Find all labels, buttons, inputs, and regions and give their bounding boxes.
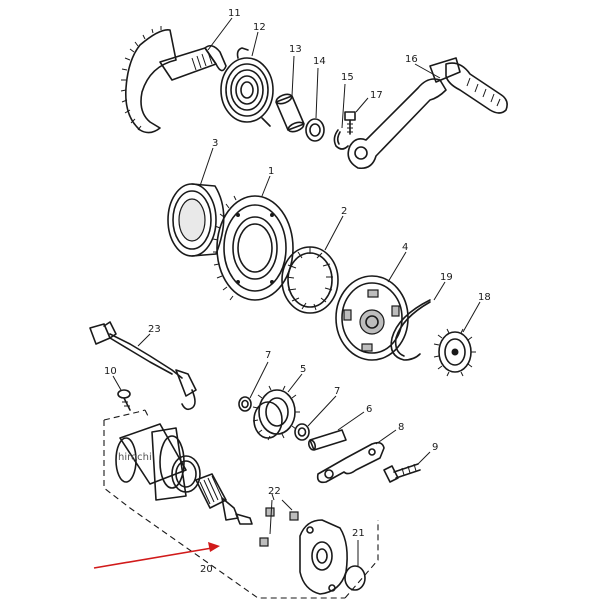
callout-14: 14 bbox=[313, 56, 326, 67]
part-14-washer[interactable]: 14 bbox=[305, 56, 326, 142]
part-11-kick-shaft[interactable]: 11 bbox=[120, 8, 241, 134]
part-7-washer-a[interactable]: 7 bbox=[238, 350, 271, 412]
part-15-circlip[interactable]: 15 bbox=[333, 72, 354, 150]
part-16-kick-crank[interactable]: 16 bbox=[347, 54, 508, 170]
part-17-bolt[interactable]: 17 bbox=[344, 90, 383, 135]
part-19-circlip[interactable]: 19 bbox=[390, 272, 453, 361]
part-12-kick-spring[interactable]: 12 bbox=[220, 22, 274, 127]
callout-12: 12 bbox=[253, 22, 266, 33]
callout-3: 3 bbox=[212, 138, 218, 149]
callout-11: 11 bbox=[228, 8, 241, 19]
red-pointer-arrow bbox=[93, 542, 220, 569]
part-13-collar[interactable]: 13 bbox=[275, 44, 305, 133]
part-1-starter-clutch-gear[interactable]: 1 bbox=[212, 166, 294, 301]
part-10-screw[interactable]: 10 bbox=[104, 366, 131, 411]
part-3-oil-seal[interactable]: 3 bbox=[167, 138, 225, 257]
callout-18: 18 bbox=[478, 292, 491, 303]
callout-9: 9 bbox=[432, 442, 438, 453]
callout-16: 16 bbox=[405, 54, 418, 65]
watermark: hirochi bbox=[118, 452, 152, 463]
callout-20: 20 bbox=[200, 564, 213, 575]
callout-22: 22 bbox=[268, 486, 281, 497]
callout-23: 23 bbox=[148, 324, 161, 335]
callout-13: 13 bbox=[289, 44, 302, 55]
callout-5: 5 bbox=[300, 364, 306, 375]
callout-7b: 7 bbox=[334, 386, 340, 397]
callout-15: 15 bbox=[341, 72, 354, 83]
callout-8: 8 bbox=[398, 422, 404, 433]
callout-17: 17 bbox=[370, 90, 383, 101]
part-20-starter-motor-assembly[interactable]: 22 21 20 bbox=[103, 409, 379, 599]
part-9-bolt[interactable]: 9 bbox=[383, 442, 438, 483]
callout-4: 4 bbox=[402, 242, 408, 253]
callout-10: 10 bbox=[104, 366, 117, 377]
part-23-lead-wire[interactable]: 23 bbox=[89, 321, 197, 411]
part-18-idler-gear[interactable]: 18 bbox=[433, 292, 491, 377]
callout-6: 6 bbox=[366, 404, 372, 415]
callout-21: 21 bbox=[352, 528, 365, 539]
part-4-starter-clutch[interactable]: 4 bbox=[335, 242, 409, 361]
callout-19: 19 bbox=[440, 272, 453, 283]
callout-2: 2 bbox=[341, 206, 347, 217]
part-2-bearing[interactable]: 2 bbox=[281, 206, 347, 314]
callout-1: 1 bbox=[268, 166, 274, 177]
part-6-shaft[interactable]: 6 bbox=[307, 404, 373, 451]
part-5-idler-gear[interactable]: 5 bbox=[252, 364, 306, 441]
part-7-washer-b[interactable]: 7 bbox=[294, 386, 340, 441]
part-8-plate[interactable]: 8 bbox=[316, 422, 405, 484]
callout-7a: 7 bbox=[265, 350, 271, 361]
